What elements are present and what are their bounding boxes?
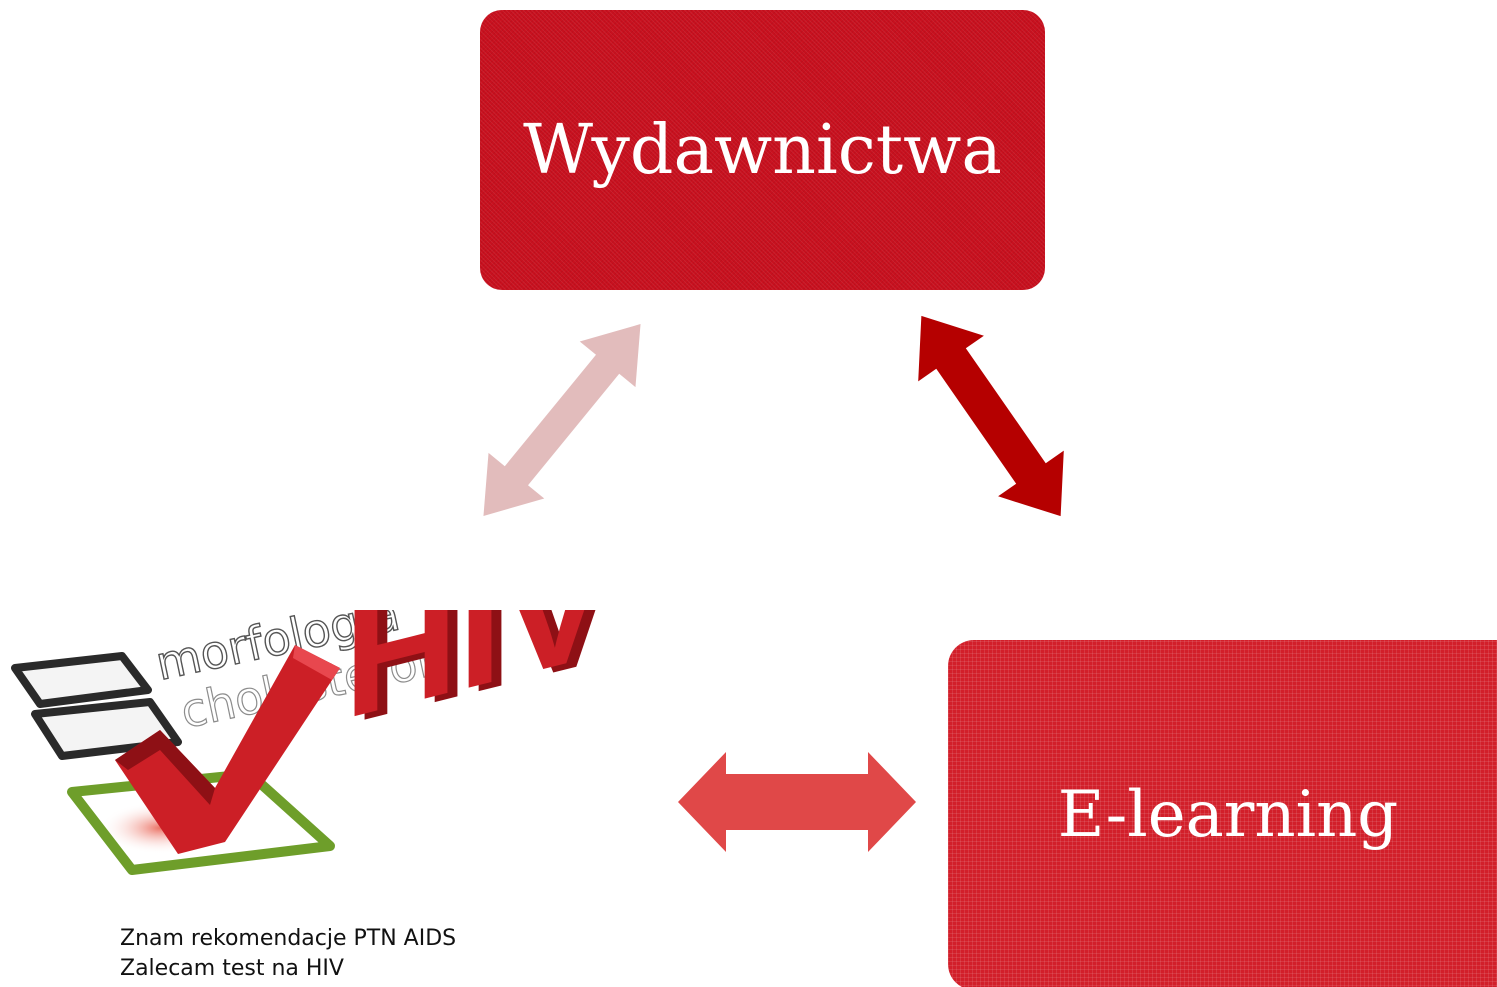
node-wydawnictwa: Wydawnictwa (480, 10, 1045, 290)
node-wydawnictwa-label: Wydawnictwa (523, 110, 1002, 190)
logo-caption: Znam rekomendacje PTN AIDS Zalecam test … (120, 924, 456, 984)
arrow-logo-to-elearning (678, 752, 916, 852)
red-check-mark (115, 645, 340, 854)
hiv-letters: HIV HIV (344, 610, 610, 756)
hiv-text: HIV (344, 610, 607, 752)
caption-line-1: Znam rekomendacje PTN AIDS (120, 926, 457, 951)
arrow-logo-to-wydawnictwa (483, 324, 641, 516)
hiv-campaign-logo: morfologia cholesterol HIV HIV (11, 610, 610, 875)
checkbox-1 (11, 652, 152, 708)
arrow-wydawnictwa-to-elearning (918, 315, 1064, 517)
node-e-learning-label: E-learning (1057, 778, 1399, 852)
caption-line-2: Zalecam test na HIV (120, 956, 344, 981)
node-e-learning: E-learning (948, 640, 1497, 987)
